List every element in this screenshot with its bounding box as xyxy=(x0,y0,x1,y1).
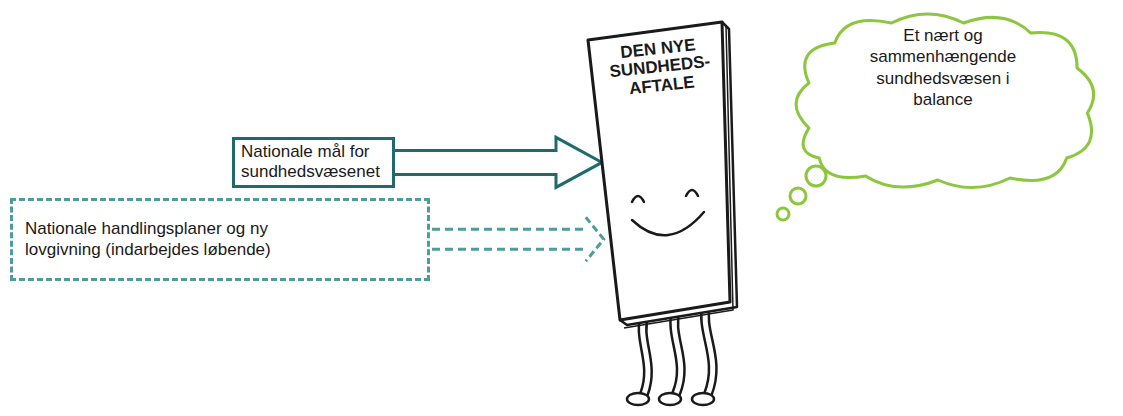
book-feet xyxy=(627,393,714,405)
node-label: Nationale mål for sundhedsvæsenet xyxy=(241,142,386,183)
thought-bubbles xyxy=(777,166,826,220)
cloud-shape xyxy=(796,14,1094,188)
thought-cloud: Et nært og sammenhængende sundhedsvæsen … xyxy=(778,8,1108,198)
book-figure: DEN NYE SUNDHEDS- AFTALE xyxy=(580,10,740,330)
dashed-shaft xyxy=(432,228,586,231)
block-arrow xyxy=(395,137,602,187)
book-cover xyxy=(588,22,730,320)
leg-fill xyxy=(674,309,681,394)
foot xyxy=(659,393,681,405)
dashed-shaft xyxy=(432,248,586,251)
node-label: Et nært og sammenhængende sundhedsvæsen … xyxy=(863,25,1023,110)
book-eye xyxy=(686,190,698,196)
book-smile xyxy=(632,212,704,235)
thought-bubble xyxy=(790,188,806,204)
plan-box: Nationale handlingsplaner og ny lovgivni… xyxy=(10,198,430,281)
leg-fill xyxy=(705,304,713,394)
leg-outline xyxy=(705,304,713,394)
foot xyxy=(627,393,649,405)
foot xyxy=(692,393,714,405)
goal-box: Nationale mål for sundhedsvæsenet xyxy=(232,137,395,188)
dashed-arrowhead xyxy=(586,217,604,261)
book-title: DEN NYE SUNDHEDS- AFTALE xyxy=(601,34,718,100)
thought-bubble xyxy=(777,208,789,220)
connector-arrow xyxy=(395,137,602,187)
node-label: Nationale handlingsplaner og ny lovgivni… xyxy=(25,218,325,261)
leg-outline xyxy=(643,314,648,394)
leg-fill xyxy=(643,314,648,394)
connector-arrow xyxy=(432,217,604,261)
book-eye xyxy=(632,196,644,202)
leg-outline xyxy=(674,309,681,394)
